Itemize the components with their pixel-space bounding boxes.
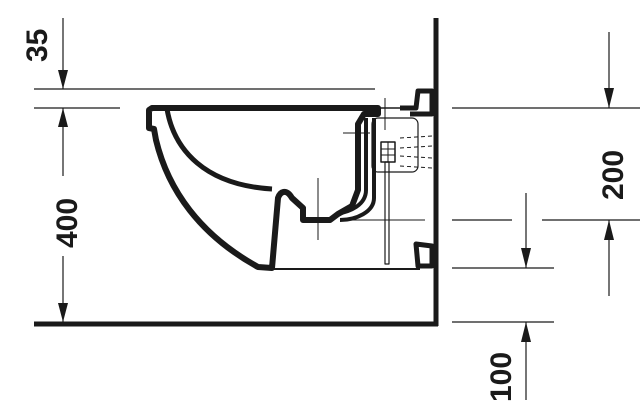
hidden-pipe <box>399 135 433 169</box>
dimension-label-35: 35 <box>21 29 54 62</box>
arrow-up-icon <box>604 220 614 240</box>
dimension-label-100: 100 <box>485 352 518 402</box>
bowl-inner-curve <box>164 108 273 192</box>
supply-connection <box>371 117 419 173</box>
trap-channel <box>335 118 376 222</box>
dimension-label-400: 400 <box>51 198 84 248</box>
wall-bracket-top <box>400 88 435 117</box>
arrow-down-icon <box>604 88 614 108</box>
arrow-down-icon <box>521 248 531 268</box>
arrow-up-icon <box>521 322 531 342</box>
wall-bracket-bottom <box>413 241 435 269</box>
arrow-down-icon <box>58 70 68 89</box>
dimension-label-200: 200 <box>597 150 630 200</box>
mounting-rod <box>384 161 390 265</box>
arrow-down-icon <box>58 303 68 322</box>
